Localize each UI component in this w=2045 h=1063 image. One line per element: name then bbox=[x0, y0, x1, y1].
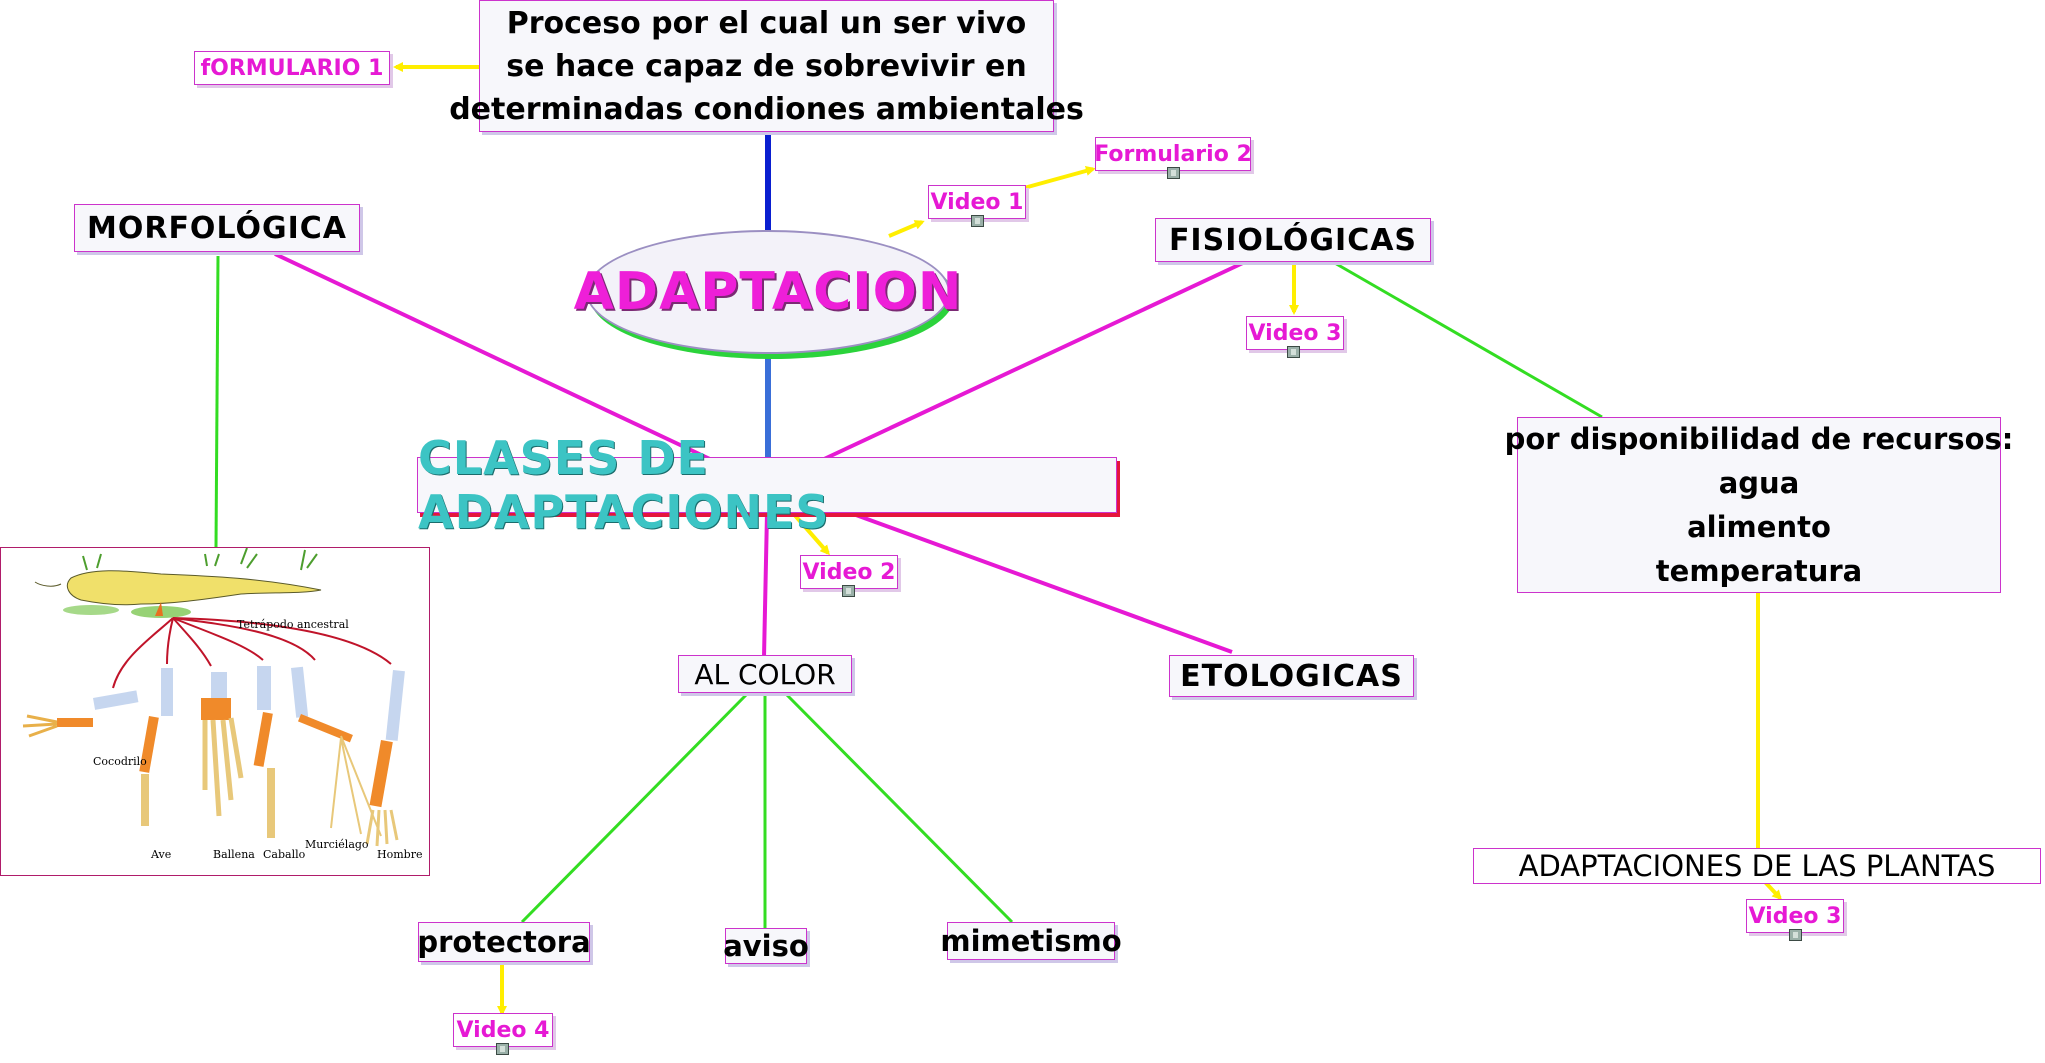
link-clases-video2 bbox=[790, 510, 830, 556]
link-morfologica-illustration bbox=[214, 255, 220, 548]
link-video1-formulario2 bbox=[1023, 166, 1096, 190]
video3-plantas-label: Video 3 bbox=[1748, 903, 1842, 929]
aviso-node[interactable]: aviso bbox=[723, 928, 809, 964]
link-adaptacion-video1 bbox=[888, 220, 925, 238]
recursos-line-3: alimento bbox=[1687, 510, 1831, 544]
cocodrilo-limb bbox=[22, 690, 139, 738]
label-murcielago: Murciélago bbox=[305, 838, 369, 851]
ballena-limb bbox=[201, 672, 244, 817]
film-icon[interactable] bbox=[1789, 929, 1802, 941]
murcielago-limb bbox=[290, 666, 382, 837]
label-caballo: Caballo bbox=[263, 848, 306, 861]
formulario1-label: fORMULARIO 1 bbox=[200, 55, 384, 81]
recursos-line-2: agua bbox=[1718, 466, 1800, 500]
formulario2-link[interactable]: Formulario 2 bbox=[1094, 137, 1252, 171]
divergence-arrows bbox=[112, 617, 392, 689]
plantas-label: ADAPTACIONES DE LAS PLANTAS bbox=[1518, 849, 1996, 883]
link-clases-etologicas bbox=[844, 509, 1233, 654]
definition-line-3: determinadas condiones ambientales bbox=[449, 91, 1084, 127]
main-concept-node[interactable]: ADAPTACION bbox=[574, 230, 961, 354]
al-color-node[interactable]: AL COLOR bbox=[678, 655, 852, 693]
aviso-label: aviso bbox=[723, 929, 809, 963]
film-icon[interactable] bbox=[842, 585, 855, 597]
recursos-line-4: temperatura bbox=[1655, 554, 1863, 588]
film-icon[interactable] bbox=[496, 1043, 509, 1055]
clases-node[interactable]: CLASES DE ADAPTACIONES bbox=[417, 431, 1117, 539]
video3-plantas-link[interactable]: Video 3 bbox=[1746, 899, 1844, 933]
link-alcolor-mimetismo bbox=[783, 691, 1014, 924]
link-plantas-video3 bbox=[1763, 880, 1783, 901]
video4-link[interactable]: Video 4 bbox=[453, 1013, 553, 1047]
link-fisiologicas-clases bbox=[821, 260, 1246, 462]
video1-label: Video 1 bbox=[930, 189, 1024, 215]
etologicas-node[interactable]: ETOLOGICAS bbox=[1169, 655, 1414, 697]
mimetismo-label: mimetismo bbox=[940, 924, 1122, 958]
al-color-label: AL COLOR bbox=[694, 657, 836, 691]
video3-fisiologicas-label: Video 3 bbox=[1248, 320, 1342, 346]
link-clases-alcolor bbox=[762, 512, 769, 658]
video1-link[interactable]: Video 1 bbox=[928, 185, 1026, 219]
film-icon[interactable] bbox=[1167, 167, 1180, 179]
label-ancestral: Tetrápodo ancestral bbox=[237, 618, 349, 631]
fisiologicas-node[interactable]: FISIOLÓGICAS bbox=[1155, 218, 1431, 262]
video4-label: Video 4 bbox=[456, 1017, 550, 1043]
label-cocodrilo: Cocodrilo bbox=[93, 755, 147, 768]
hombre-limb bbox=[365, 670, 405, 847]
plantas-node[interactable]: ADAPTACIONES DE LAS PLANTAS bbox=[1473, 848, 2041, 884]
mimetismo-node[interactable]: mimetismo bbox=[940, 922, 1122, 960]
label-ballena: Ballena bbox=[213, 848, 255, 861]
protectora-label: protectora bbox=[417, 925, 591, 959]
recursos-node[interactable]: por disponibilidad de recursos: agua ali… bbox=[1505, 417, 2013, 593]
etologicas-label: ETOLOGICAS bbox=[1180, 658, 1403, 694]
definition-line-2: se hace capaz de sobrevivir en bbox=[506, 48, 1027, 84]
label-ave: Ave bbox=[151, 848, 172, 861]
recursos-line-1: por disponibilidad de recursos: bbox=[1504, 422, 2014, 456]
film-icon[interactable] bbox=[971, 215, 984, 227]
link-morfologica-clases bbox=[274, 252, 713, 462]
video3-fisiologicas-link[interactable]: Video 3 bbox=[1246, 316, 1344, 350]
label-hombre: Hombre bbox=[377, 848, 423, 861]
protectora-node[interactable]: protectora bbox=[417, 922, 591, 962]
clases-label: CLASES DE ADAPTACIONES bbox=[418, 431, 830, 539]
ancestral-tetrapod bbox=[34, 548, 322, 618]
video2-label: Video 2 bbox=[802, 559, 896, 585]
formulario1-link[interactable]: fORMULARIO 1 bbox=[194, 51, 390, 85]
morfologica-label: MORFOLÓGICA bbox=[86, 210, 348, 246]
caballo-limb bbox=[253, 666, 275, 838]
morfologica-node[interactable]: MORFOLÓGICA bbox=[74, 204, 360, 252]
limb-illustration: Tetrápodo ancestral Cocodrilo Ave Ballen… bbox=[0, 547, 430, 876]
definition-box: Proceso por el cual un ser vivo se hace … bbox=[449, 0, 1084, 132]
film-icon[interactable] bbox=[1287, 346, 1300, 358]
formulario2-label: Formulario 2 bbox=[1094, 141, 1252, 167]
ave-limb bbox=[139, 668, 173, 826]
main-concept-label: ADAPTACION bbox=[573, 262, 963, 322]
video2-link[interactable]: Video 2 bbox=[800, 555, 898, 589]
definition-line-1: Proceso por el cual un ser vivo bbox=[506, 5, 1027, 41]
link-fisiologicas-recursos bbox=[1332, 260, 1603, 419]
fisiologicas-label: FISIOLÓGICAS bbox=[1168, 222, 1418, 258]
link-alcolor-protectora bbox=[520, 691, 750, 924]
